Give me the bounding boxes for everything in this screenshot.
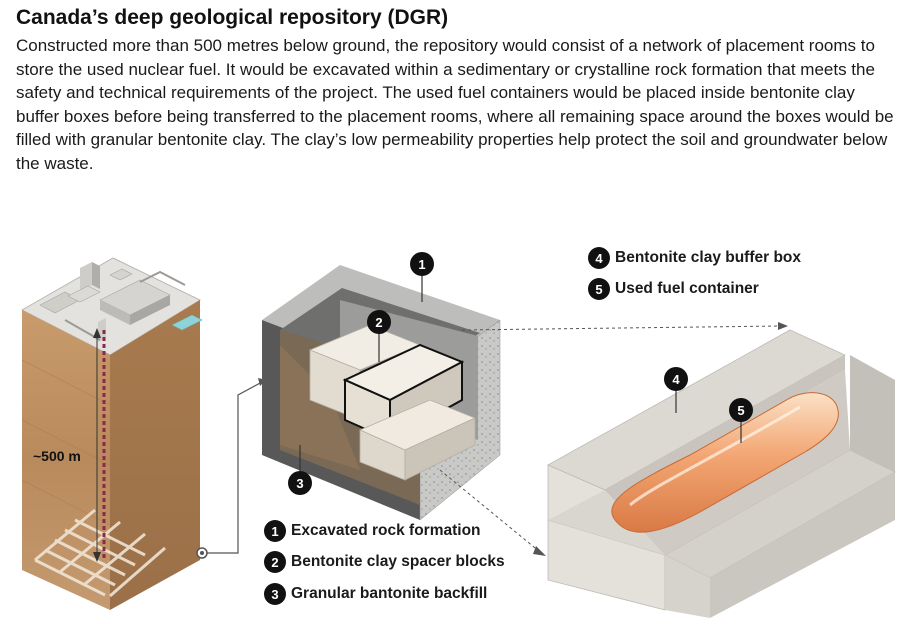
legend-label: Granular bantonite backfill xyxy=(291,585,488,602)
intro-paragraph: Constructed more than 500 metres below g… xyxy=(16,36,894,173)
legend-item-backfill: 3 Granular bantonite backfill xyxy=(264,582,487,606)
legend-item-spacer-blocks: 2 Bentonite clay spacer blocks xyxy=(264,550,505,574)
legend-number: 4 xyxy=(588,247,610,269)
legend-label: Used fuel container xyxy=(615,280,759,297)
legend-label: Bentonite clay buffer box xyxy=(615,249,802,266)
legend-item-fuel-container: 5 Used fuel container xyxy=(588,277,759,301)
legend-item-excavated-rock: 1 Excavated rock formation xyxy=(264,519,481,543)
marker-5: 5 xyxy=(729,398,753,422)
placement-room xyxy=(262,265,788,556)
legend-number: 5 xyxy=(588,278,610,300)
marker-2: 2 xyxy=(367,310,391,334)
marker-1: 1 xyxy=(410,252,434,276)
legend-number: 3 xyxy=(264,583,286,605)
marker-4: 4 xyxy=(664,367,688,391)
marker-3: 3 xyxy=(288,471,312,495)
depth-label: ~500 m xyxy=(33,448,81,464)
legend-number: 1 xyxy=(264,520,286,542)
legend-label: Bentonite clay spacer blocks xyxy=(291,553,505,570)
buffer-box xyxy=(547,329,896,618)
legend-number: 2 xyxy=(264,551,286,573)
legend-label: Excavated rock formation xyxy=(291,522,481,539)
legend-item-buffer-box: 4 Bentonite clay buffer box xyxy=(588,246,801,270)
ground-block xyxy=(20,257,266,610)
diagram-title: Canada’s deep geological repository (DGR… xyxy=(16,6,449,29)
